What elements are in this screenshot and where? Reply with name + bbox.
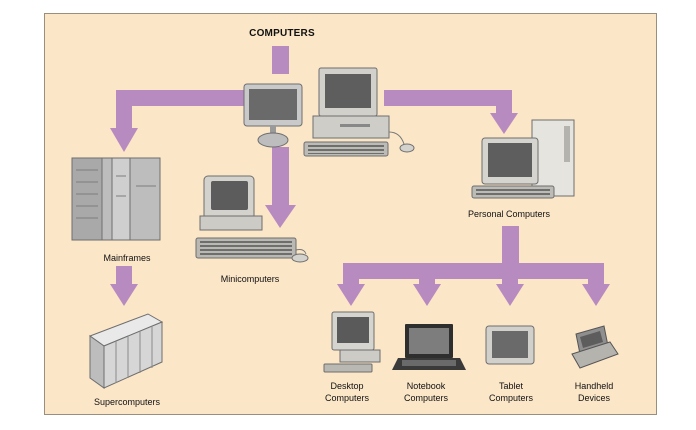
notebook-label-line2: Computers [403,393,449,403]
notebook-computer-icon [392,324,466,370]
handheld-device-icon [571,325,619,369]
mainframes-label: Mainframes [103,253,151,263]
notebook-label-line1: Notebook [406,381,446,391]
arrow-to-desktop-stem [343,263,359,287]
arrows [110,46,610,306]
arrow-to-tablet-stem [502,263,518,287]
personal-computers-label: Personal Computers [467,209,551,219]
desktop-computers-label: Desktop Computers [325,380,369,404]
arrow-to-minicomputers-stem [272,147,289,207]
handheld-devices-label: Handheld Devices [575,380,614,404]
supercomputers-label: Supercomputers [93,397,161,407]
center-monitor-icon [243,83,303,148]
desktop-label-line2: Computers [324,393,370,403]
tablet-label-line2: Computers [488,393,534,403]
arrow-title-stem [272,46,289,74]
handheld-label-line1: Handheld [574,381,614,391]
handheld-label-line2: Devices [577,393,610,403]
arrow-to-handheld-head [582,284,610,306]
arrow-to-minicomputers-head [265,205,296,228]
arrow-to-personal-bar [384,90,512,106]
arrow-to-personal-stem [496,90,512,116]
arrow-to-handheld-stem [588,263,604,287]
arrow-to-tablet-head [496,284,524,306]
arrow-to-notebook-stem [419,263,435,287]
arrow-to-mainframes-stem [116,90,132,132]
desktop-computer-icon [323,311,381,373]
desktop-label-line1: Desktop [330,381,364,391]
personal-computer-icon [471,119,575,199]
tablet-computers-label: Tablet Computers [489,380,533,404]
arrow-to-supercomputers-stem [116,266,132,288]
arrow-to-mainframes-bar [116,90,244,106]
minicomputer-icon [195,175,309,263]
tablet-label-line1: Tablet [498,381,524,391]
workstation-icon [303,67,415,157]
minicomputers-label: Minicomputers [220,274,280,284]
arrow-to-mainframes-head [110,128,138,152]
arrow-to-notebook-head [413,284,441,306]
diagram-title: COMPUTERS [249,28,315,39]
arrow-fanout-bar [343,263,604,279]
mainframe-icon [71,157,161,241]
supercomputer-icon [88,313,164,389]
arrow-to-supercomputers-head [110,284,138,306]
arrow-to-desktop-head [337,284,365,306]
notebook-computers-label: Notebook Computers [404,380,448,404]
tablet-computer-icon [485,325,535,365]
arrow-to-personal-head [490,113,518,134]
arrow-fanout-stem [502,226,519,266]
